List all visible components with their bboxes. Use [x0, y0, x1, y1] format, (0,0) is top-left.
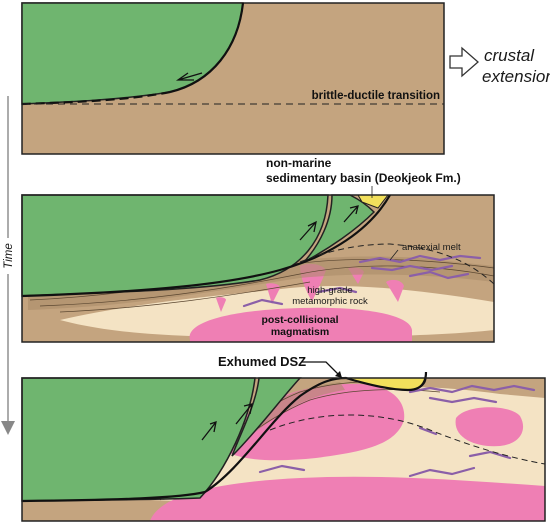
panel-2-frame — [21, 194, 495, 343]
panel-3-fault-block-2 — [231, 377, 302, 457]
basin-label-line2: sedimentary basin (Deokjeok Fm.) — [266, 171, 461, 185]
panel-2-melt-blob-4 — [266, 283, 280, 304]
panel-2-shear-zone-band — [28, 256, 494, 310]
panel-2-shear-arrow-2 — [343, 205, 359, 223]
brittle-ductile-label: brittle-ductile transition — [312, 90, 440, 102]
time-label-bg — [1, 238, 15, 274]
panel-3-magmatism-body — [150, 476, 545, 521]
time-label: Time — [3, 243, 15, 268]
panel-3-dashed-contour — [269, 414, 546, 465]
panel-3-frame — [21, 377, 546, 522]
crustal-label: crustal — [484, 46, 535, 65]
time-axis: Time — [1, 96, 15, 435]
panel-1-detachment-dashed — [21, 90, 171, 106]
crustal-extension-indicator: crustal extension — [449, 46, 550, 86]
panel-3-anatexial-veins — [258, 384, 536, 478]
panel-2-shear-arrow-1 — [299, 220, 317, 241]
panel-1-shear-arrow — [175, 72, 203, 81]
panel-3-shear-arrow-2 — [235, 403, 253, 425]
panel-1: brittle-ductile transition — [21, 2, 445, 155]
panel-2-detachment-fault — [21, 194, 391, 298]
anatexial-label: anatexial melt — [402, 242, 461, 253]
panel-3-melt-inclusion — [455, 407, 524, 447]
magmatism-label: magmatism — [271, 326, 329, 338]
basin-label-line1: non-marine — [266, 156, 332, 170]
extension-arrow-icon — [449, 46, 479, 78]
panel-2: anatexial melt high-grade metamorphic ro… — [21, 194, 495, 343]
panel-2-dashed-contour — [299, 243, 495, 285]
panel-3-melt-dome — [220, 383, 405, 461]
panel-3-shear-arrow-1 — [201, 421, 217, 441]
panel-2-melt-blob-5 — [216, 297, 226, 312]
post-collisional-label: post-collisional — [261, 314, 338, 326]
dsz-label: Exhumed DSZ — [218, 354, 306, 369]
dsz-leader-arrow — [302, 361, 343, 379]
extension-label: extension — [482, 67, 550, 86]
high-grade-label: high-grade — [307, 285, 352, 296]
anatexial-leader-line — [389, 249, 399, 261]
metamorphic-rock-label: metamorphic rock — [292, 296, 368, 307]
panel-2-melt-blob-3 — [386, 279, 404, 302]
dsz-arrowhead — [335, 371, 342, 378]
panel-2-magmatism-body — [189, 307, 412, 342]
panel-3-detachment-fault — [21, 371, 428, 503]
panel-3 — [21, 371, 546, 522]
panel-1-detachment-fault — [169, 2, 245, 94]
panel-2-anatexial-veins — [242, 254, 482, 308]
